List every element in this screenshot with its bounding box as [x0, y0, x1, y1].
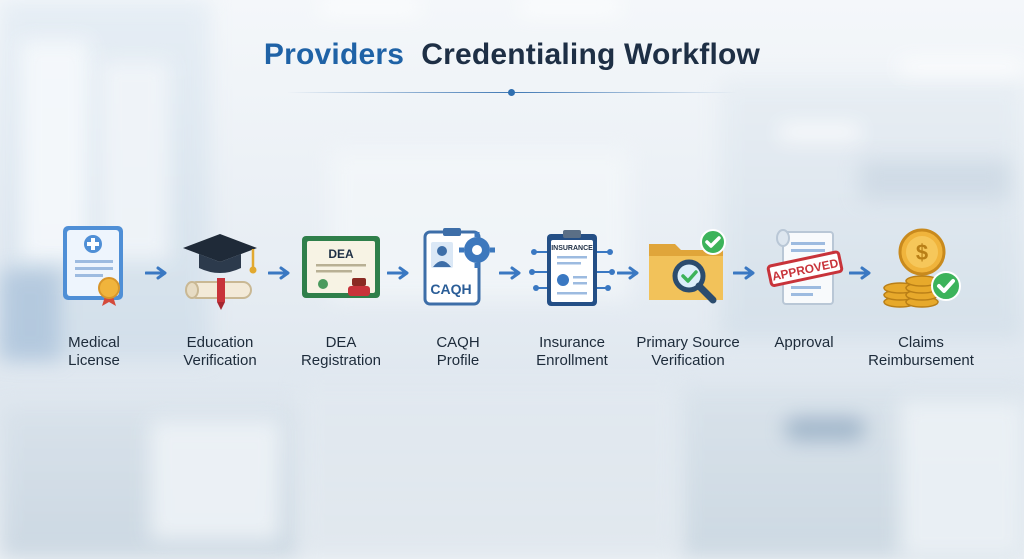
- title-part-workflow: Credentialing Workflow: [421, 38, 761, 71]
- coins-check-icon: $: [883, 228, 961, 308]
- step-label-line1: Claims: [898, 334, 944, 351]
- workflow-steps: Medical License Education Verification: [0, 222, 1024, 382]
- dollar-sign-text: $: [916, 240, 928, 265]
- title-divider-dot: [508, 89, 515, 96]
- step-label-line1: Insurance: [539, 334, 605, 351]
- step-label-line1: CAQH: [436, 334, 480, 351]
- caqh-badge-text: CAQH: [430, 281, 471, 297]
- arrow-right-icon: [387, 266, 409, 280]
- dea-badge-text: DEA: [328, 247, 354, 261]
- step-label-line2: Registration: [300, 352, 382, 369]
- step-label-line1: DEA: [325, 334, 357, 351]
- arrow-right-icon: [499, 266, 521, 280]
- step-label-line1: Education: [186, 334, 254, 351]
- graduation-cap-diploma-icon: [183, 234, 257, 310]
- step-insurance-enrollment: INSURANCE Insurance Enrollment: [507, 222, 637, 370]
- step-label-line2: Enrollment: [536, 352, 608, 369]
- step-caqh-profile: CAQH CAQH Profile: [393, 222, 523, 370]
- step-approval: APPROVED Approval: [739, 222, 869, 352]
- folder-magnifier-icon: [649, 229, 726, 304]
- step-label-line2: Verification: [183, 352, 257, 369]
- step-label-line1: Primary Source: [636, 334, 740, 351]
- caqh-profile-icon: CAQH: [423, 228, 495, 306]
- approved-stamp-icon: APPROVED: [766, 229, 844, 305]
- step-label-line2: License: [68, 352, 120, 369]
- dea-certificate-icon: DEA: [302, 236, 380, 298]
- step-label-line2: Verification: [651, 352, 725, 369]
- step-dea-registration: DEA DEA Registration: [276, 222, 406, 370]
- arrow-right-icon: [268, 266, 290, 280]
- arrow-right-icon: [849, 266, 871, 280]
- medical-license-icon: [63, 226, 123, 306]
- arrow-right-icon: [145, 266, 167, 280]
- arrow-right-icon: [733, 266, 755, 280]
- arrow-right-icon: [617, 266, 639, 280]
- step-education-verification: Education Verification: [155, 222, 285, 370]
- title-part-providers: Providers: [263, 38, 405, 71]
- step-label-line2: Reimbursement: [868, 352, 974, 369]
- page-title: Providers Credentialing Workflow: [0, 38, 1024, 72]
- step-claims-reimbursement: $ Claims Reimbursement: [856, 222, 986, 370]
- step-label-line2: Profile: [436, 352, 480, 369]
- insurance-clipboard-icon: INSURANCE: [529, 230, 615, 306]
- step-primary-source-verification: Primary Source Verification: [623, 222, 753, 370]
- step-medical-license: Medical License: [29, 222, 159, 370]
- insurance-badge-text: INSURANCE: [551, 245, 593, 252]
- step-label-line1: Approval: [774, 334, 834, 351]
- step-label-line1: Medical: [68, 334, 120, 351]
